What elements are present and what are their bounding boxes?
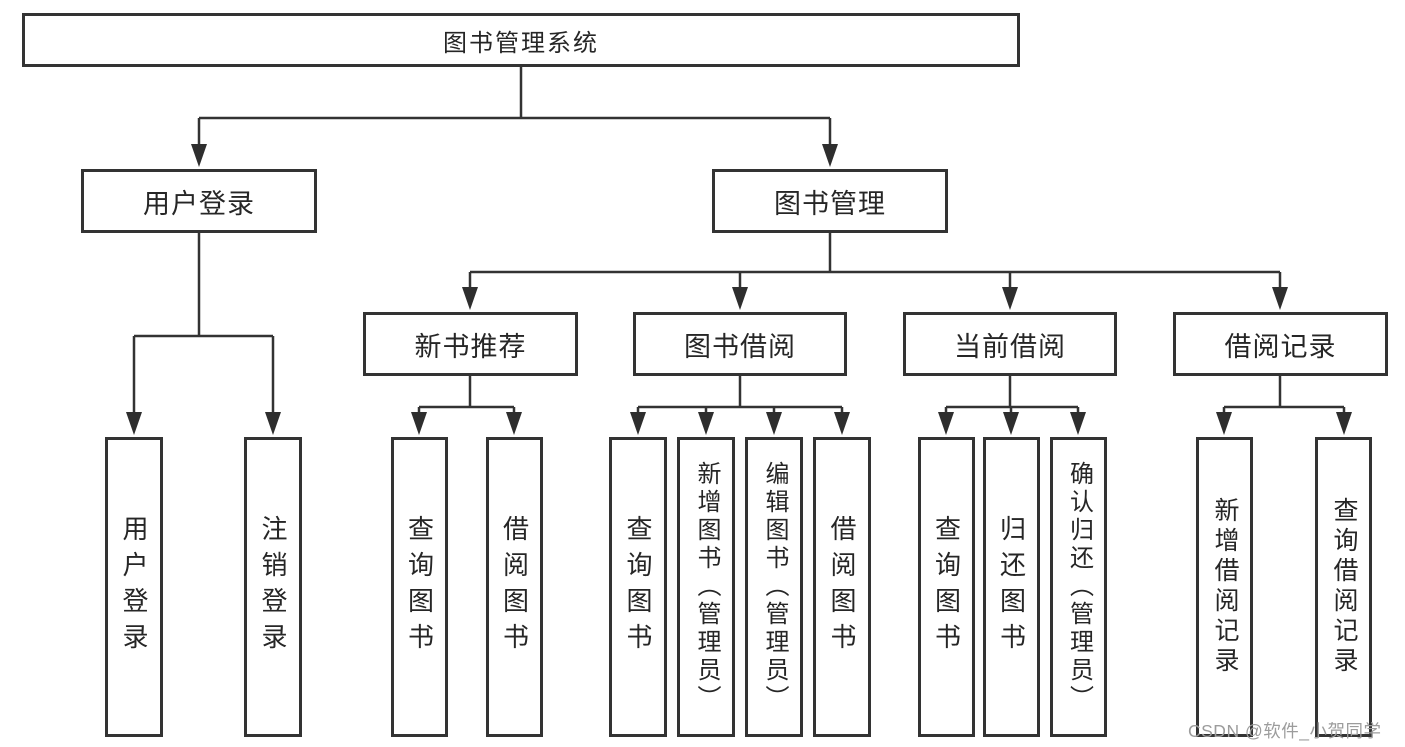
leaf-confirm-return-admin: 确认归还（管理员） bbox=[1050, 437, 1107, 737]
node-new-book-recommend-label: 新书推荐 bbox=[414, 331, 527, 362]
node-book-management-label: 图书管理 bbox=[774, 188, 886, 219]
leaf-borrow-books-1-label: 借阅图书 bbox=[499, 515, 530, 659]
node-root: 图书管理系统 bbox=[22, 13, 1020, 67]
leaf-add-borrow-record: 新增借阅记录 bbox=[1196, 437, 1253, 737]
leaf-add-borrow-record-label: 新增借阅记录 bbox=[1211, 497, 1239, 677]
leaf-add-books-admin: 新增图书（管理员） bbox=[677, 437, 735, 737]
node-current-borrowing: 当前借阅 bbox=[903, 312, 1117, 376]
node-book-management: 图书管理 bbox=[712, 169, 948, 233]
leaf-user-login-label: 用户登录 bbox=[119, 515, 149, 659]
leaf-borrow-books-2: 借阅图书 bbox=[813, 437, 871, 737]
leaf-logout-label: 注销登录 bbox=[258, 515, 288, 659]
leaf-query-books-1: 查询图书 bbox=[391, 437, 448, 737]
leaf-query-borrow-record: 查询借阅记录 bbox=[1315, 437, 1372, 737]
leaf-query-books-3: 查询图书 bbox=[918, 437, 975, 737]
leaf-return-books-label: 归还图书 bbox=[996, 515, 1027, 659]
leaf-confirm-return-admin-label: 确认归还（管理员） bbox=[1065, 461, 1093, 713]
node-root-label: 图书管理系统 bbox=[443, 29, 599, 57]
leaf-query-books-1-label: 查询图书 bbox=[404, 515, 435, 659]
leaf-borrow-books-1: 借阅图书 bbox=[486, 437, 543, 737]
node-new-book-recommend: 新书推荐 bbox=[363, 312, 578, 376]
node-book-borrowing: 图书借阅 bbox=[633, 312, 847, 376]
node-borrow-records-label: 借阅记录 bbox=[1224, 331, 1337, 362]
node-current-borrowing-label: 当前借阅 bbox=[954, 331, 1066, 362]
watermark: CSDN @软件_小贺同学 bbox=[1188, 721, 1382, 741]
node-book-borrowing-label: 图书借阅 bbox=[684, 331, 796, 362]
leaf-query-books-2: 查询图书 bbox=[609, 437, 667, 737]
arrowheads bbox=[126, 144, 1352, 435]
leaf-query-books-2-label: 查询图书 bbox=[623, 515, 653, 659]
leaf-borrow-books-2-label: 借阅图书 bbox=[827, 515, 857, 659]
leaf-logout: 注销登录 bbox=[244, 437, 302, 737]
leaf-query-borrow-record-label: 查询借阅记录 bbox=[1330, 497, 1358, 677]
node-user-login-branch-label: 用户登录 bbox=[143, 188, 255, 219]
leaf-user-login: 用户登录 bbox=[105, 437, 163, 737]
leaf-query-books-3-label: 查询图书 bbox=[931, 515, 962, 659]
node-user-login-branch: 用户登录 bbox=[81, 169, 317, 233]
leaf-return-books: 归还图书 bbox=[983, 437, 1040, 737]
leaf-edit-books-admin-label: 编辑图书（管理员） bbox=[761, 461, 788, 713]
node-borrow-records: 借阅记录 bbox=[1173, 312, 1388, 376]
leaf-add-books-admin-label: 新增图书（管理员） bbox=[693, 461, 720, 713]
leaf-edit-books-admin: 编辑图书（管理员） bbox=[745, 437, 803, 737]
